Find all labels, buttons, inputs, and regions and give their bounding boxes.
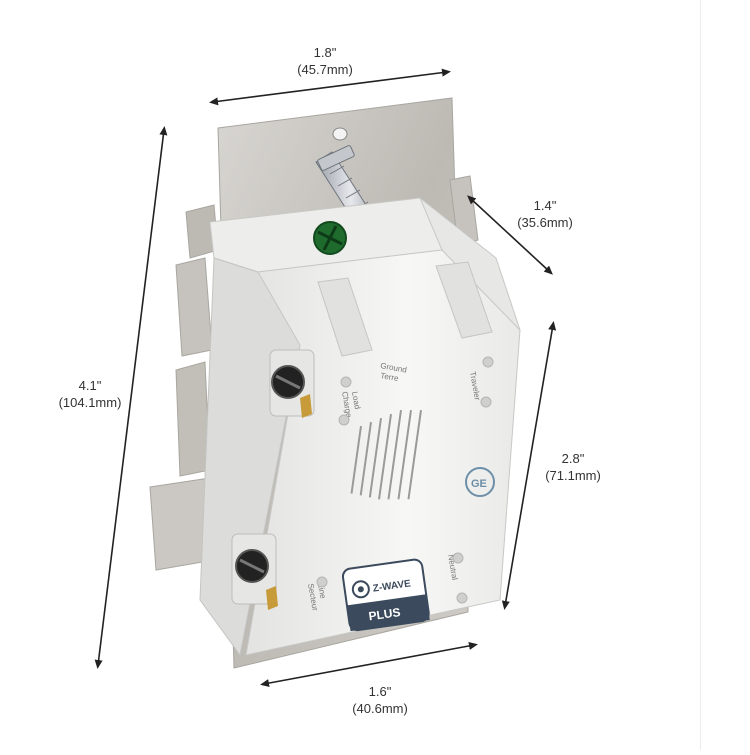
top-width-inches: 1.8": [313, 45, 337, 60]
right-height-mm: (71.1mm): [545, 468, 601, 483]
dimension-arrow-top-width: [209, 68, 451, 106]
zwave-brand-text: Z-WAVE: [372, 578, 412, 594]
hole: [316, 576, 328, 588]
left-height-mm: (104.1mm): [58, 395, 122, 410]
dimension-arrow-depth: [467, 195, 553, 275]
hole: [456, 592, 468, 604]
device-housing: Ground Terre Traveler Load Charge Neutra…: [199, 197, 521, 657]
hole: [480, 396, 492, 408]
dimension-label-right-height: 2.8" (71.1mm): [528, 450, 618, 484]
hole: [482, 356, 494, 368]
zwave-plus-text: PLUS: [368, 605, 402, 623]
hole: [452, 552, 464, 564]
line-terminal: [231, 533, 278, 610]
top-width-mm: (45.7mm): [297, 62, 353, 77]
left-height-inches: 4.1": [78, 378, 102, 393]
bottom-width-mm: (40.6mm): [352, 701, 408, 716]
dimension-arrow-left-height: [94, 126, 168, 669]
regulatory-text-block: [350, 410, 422, 500]
depth-mm: (35.6mm): [517, 215, 573, 230]
ge-logo-text: GE: [471, 478, 487, 490]
depth-inches: 1.4": [533, 198, 557, 213]
dimension-label-depth: 1.4" (35.6mm): [500, 197, 590, 231]
right-edge-divider: [700, 0, 701, 750]
load-label: Load: [350, 391, 362, 410]
zwave-plus-badge: Z-WAVE PLUS: [341, 558, 430, 632]
hole: [338, 414, 350, 426]
bottom-width-inches: 1.6": [368, 684, 392, 699]
dimension-label-bottom-width: 1.6" (40.6mm): [330, 683, 430, 717]
dimension-label-left-height: 4.1" (104.1mm): [40, 377, 140, 411]
ground-terminal: [313, 221, 347, 255]
line-label: Line: [316, 583, 328, 600]
dimension-arrows: [94, 68, 557, 688]
ge-logo: GE: [465, 467, 495, 497]
dimension-arrow-bottom-width: [260, 641, 478, 688]
right-height-inches: 2.8": [561, 451, 585, 466]
hole: [340, 376, 352, 388]
dimension-label-top-width: 1.8" (45.7mm): [270, 44, 380, 78]
dimension-arrow-right-height: [501, 321, 557, 610]
load-terminal: [269, 349, 315, 418]
terre-label: Terre: [380, 371, 400, 383]
